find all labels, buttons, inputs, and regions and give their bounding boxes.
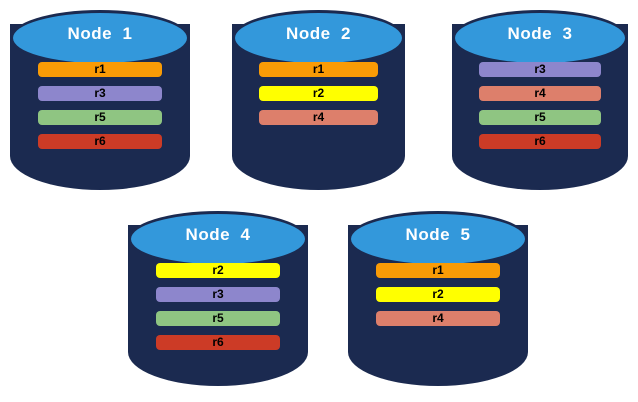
replica-bar-r1[interactable]: r1 xyxy=(259,62,378,77)
replica-bar-r6[interactable]: r6 xyxy=(479,134,601,149)
node-title: Node 5 xyxy=(405,225,471,244)
replica-list: r3 r4 r5 r6 xyxy=(452,62,628,149)
replica-bar-r3[interactable]: r3 xyxy=(156,287,280,302)
node-title: Node 3 xyxy=(507,24,573,43)
replica-bar-r2[interactable]: r2 xyxy=(376,287,500,302)
database-node-5[interactable]: Node 5 r1 r2 r4 xyxy=(348,211,528,386)
replica-bar-r4[interactable]: r4 xyxy=(376,311,500,326)
cylinder-top-ellipse xyxy=(232,10,405,66)
replica-list: r1 r2 r4 xyxy=(348,263,528,326)
database-node-1[interactable]: Node 1 r1 r3 r5 r6 xyxy=(10,10,190,190)
replica-list: r1 r2 r4 xyxy=(232,62,405,125)
node-title: Node 2 xyxy=(286,24,351,43)
cylinder-shape xyxy=(348,211,528,386)
replica-bar-r1[interactable]: r1 xyxy=(376,263,500,278)
replica-bar-r1[interactable]: r1 xyxy=(38,62,162,77)
replica-bar-r2[interactable]: r2 xyxy=(156,263,280,278)
database-node-2[interactable]: Node 2 r1 r2 r4 xyxy=(232,10,405,190)
cylinder-shape xyxy=(452,10,628,190)
replica-list: r1 r3 r5 r6 xyxy=(10,62,190,149)
replica-bar-r3[interactable]: r3 xyxy=(38,86,162,101)
replica-list: r2 r3 r5 r6 xyxy=(128,263,308,350)
replica-bar-r2[interactable]: r2 xyxy=(259,86,378,101)
cylinder-top-ellipse xyxy=(348,211,528,267)
replica-bar-r4[interactable]: r4 xyxy=(479,86,601,101)
cylinder-top-ellipse xyxy=(10,10,190,66)
node-title: Node 4 xyxy=(185,225,251,244)
replica-bar-r5[interactable]: r5 xyxy=(38,110,162,125)
replica-bar-r6[interactable]: r6 xyxy=(156,335,280,350)
cylinder-shape xyxy=(232,10,405,190)
node-title: Node 1 xyxy=(67,24,133,43)
replica-bar-r5[interactable]: r5 xyxy=(479,110,601,125)
replica-bar-r5[interactable]: r5 xyxy=(156,311,280,326)
database-node-4[interactable]: Node 4 r2 r3 r5 r6 xyxy=(128,211,308,386)
replica-bar-r3[interactable]: r3 xyxy=(479,62,601,77)
database-node-3[interactable]: Node 3 r3 r4 r5 r6 xyxy=(452,10,628,190)
replica-bar-r4[interactable]: r4 xyxy=(259,110,378,125)
replica-bar-r6[interactable]: r6 xyxy=(38,134,162,149)
cylinder-shape xyxy=(10,10,190,190)
